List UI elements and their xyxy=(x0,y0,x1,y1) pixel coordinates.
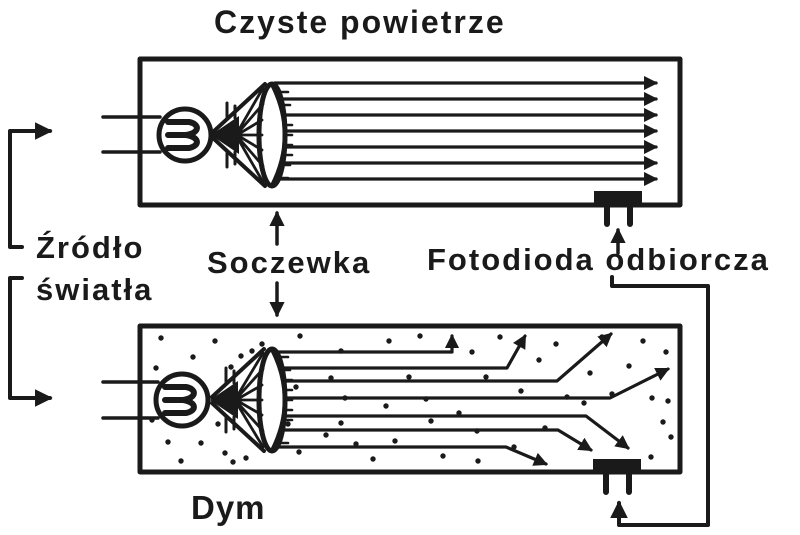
light-cone-apex xyxy=(211,116,239,154)
photodiode-body xyxy=(593,459,641,473)
bulb-filament xyxy=(165,119,200,151)
label-photodiode: Fotodioda odbiorcza xyxy=(427,242,770,277)
bulb-glass xyxy=(153,371,211,429)
label-lens: Soczewka xyxy=(207,245,372,280)
label-light-source: Źródło światła xyxy=(36,227,153,311)
photodiode-top xyxy=(594,191,642,227)
lens-icon xyxy=(211,81,294,189)
title-clean-air: Czyste powietrze xyxy=(214,4,506,40)
bottom-chamber-wall xyxy=(137,323,683,475)
bulb-leads xyxy=(101,380,160,420)
lens-body xyxy=(256,346,288,454)
light-source-bracket-top xyxy=(8,122,53,249)
light-source-bracket-bottom xyxy=(8,276,53,407)
lens-icon-bottom xyxy=(210,346,294,454)
light-cone-apex xyxy=(210,381,238,419)
photodiode-legs xyxy=(603,470,632,495)
aperture-ticks xyxy=(225,101,237,169)
photodiode-body xyxy=(594,191,642,205)
light-cone-edges xyxy=(211,82,267,188)
bulb-leads xyxy=(101,115,162,154)
light-cone-fan xyxy=(235,86,265,184)
light-bulb-icon xyxy=(101,106,214,164)
label-light-source-line2: światła xyxy=(36,272,154,307)
light-rays-scattered xyxy=(274,332,670,466)
top-chamber xyxy=(101,56,683,227)
light-rays-straight xyxy=(273,75,659,187)
light-cone-edges xyxy=(210,347,266,453)
light-bulb-icon-bottom xyxy=(101,371,211,429)
light-cone-fan xyxy=(234,351,265,449)
label-smoke: Dym xyxy=(191,489,266,526)
aperture-ticks xyxy=(224,366,236,434)
bottom-chamber xyxy=(101,323,683,495)
photodiode-connector-bottom xyxy=(610,275,710,527)
bulb-filament xyxy=(162,384,197,416)
photodiode-legs xyxy=(604,202,633,227)
label-light-source-line1: Źródło xyxy=(36,230,145,265)
photodiode-bottom xyxy=(593,459,641,495)
lens-body xyxy=(256,81,288,189)
top-chamber-wall xyxy=(137,56,683,208)
